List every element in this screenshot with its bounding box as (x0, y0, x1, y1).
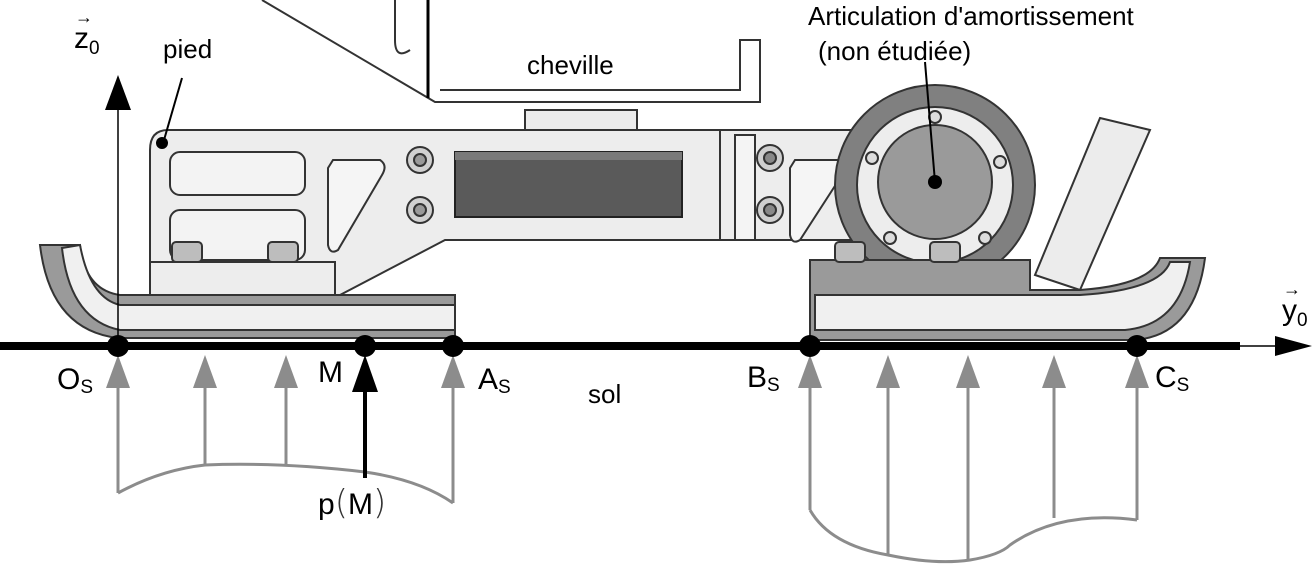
cheville-label: cheville (527, 50, 614, 80)
point-M (354, 335, 376, 357)
ankle-outline (261, 0, 761, 103)
point-As (442, 335, 464, 357)
central-bar (454, 151, 683, 218)
point-Bs-label: BS (747, 361, 780, 396)
pressure-label: p(M) (318, 483, 387, 523)
articulation-leader (924, 61, 936, 183)
z0-axis-label: z0 (74, 8, 100, 58)
articulation-dot (928, 175, 942, 189)
pressure-at-M (352, 355, 378, 478)
pied-leader (163, 77, 183, 141)
articulation-label-line1: Articulation d'amortissement (808, 1, 1134, 31)
articulation-label-line2: (non étudiée) (818, 36, 972, 66)
point-Cs-label: CS (1155, 361, 1190, 396)
point-Os-label: OS (57, 363, 94, 398)
foot-mechanism (38, 0, 1207, 341)
front-pressure (798, 355, 1149, 564)
y0-arrowhead (1275, 336, 1312, 356)
ankle-bracket (394, 0, 411, 55)
pied-dot (156, 137, 168, 149)
point-Cs (1126, 335, 1148, 357)
point-As-label: AS (478, 363, 511, 398)
ankle-plate (524, 109, 638, 131)
pied-label: pied (163, 34, 213, 64)
rear-pressure (106, 355, 465, 505)
point-Os (107, 335, 129, 357)
y0-axis-label: y0 (1282, 280, 1308, 330)
point-Bs (799, 335, 821, 357)
contact-points (107, 335, 1148, 357)
z0-arrowhead (105, 75, 131, 110)
point-M-label: M (318, 356, 343, 389)
sol-label: sol (588, 379, 622, 409)
